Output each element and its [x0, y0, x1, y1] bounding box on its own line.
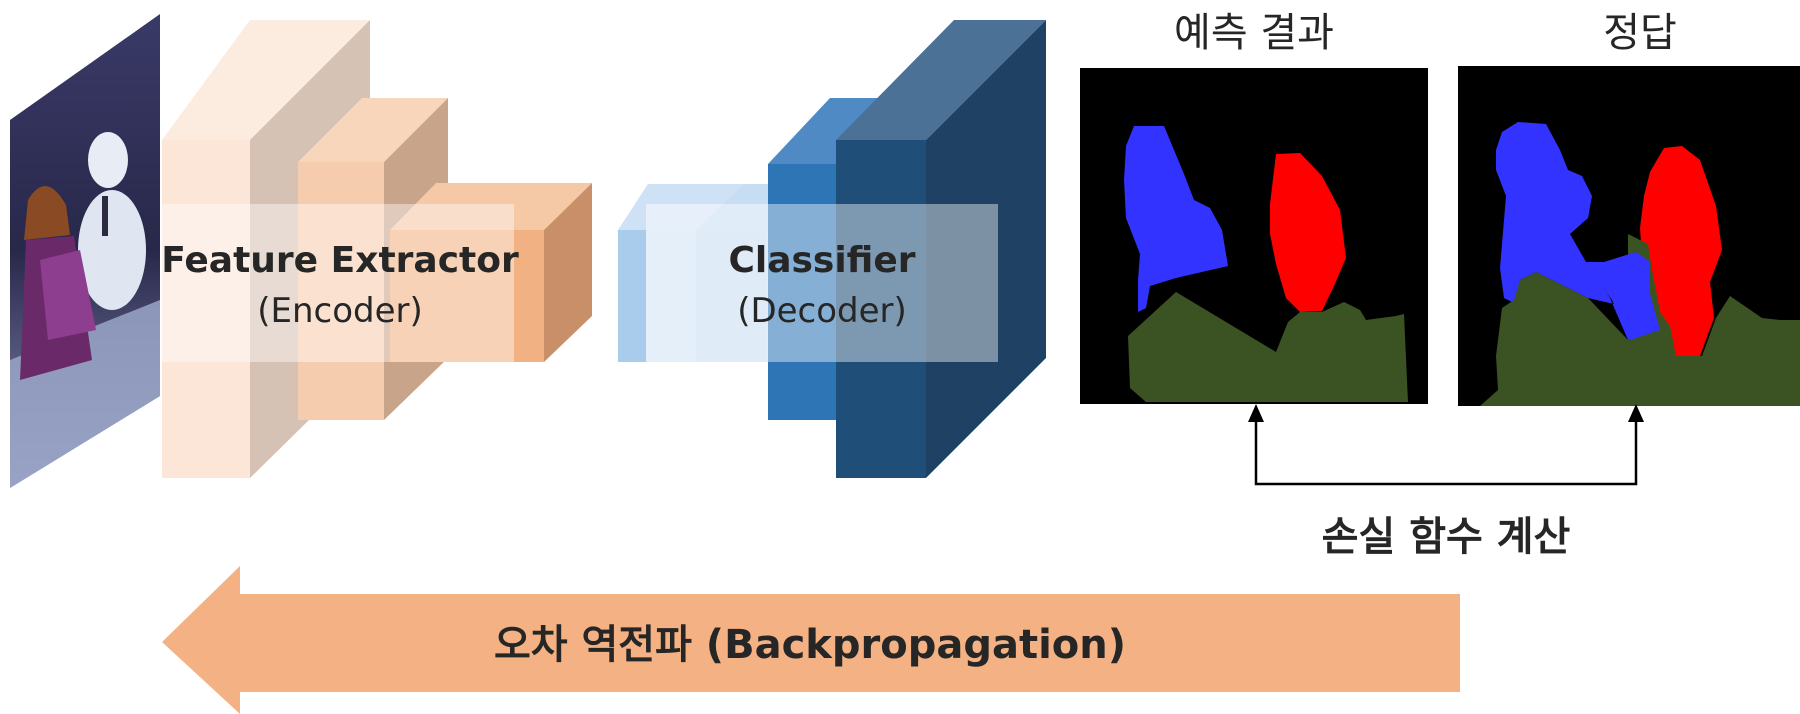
prediction-mask [1080, 68, 1428, 404]
backprop-arrow [162, 566, 1460, 714]
encoder-subtitle: (Encoder) [257, 291, 423, 331]
ground-truth-label: 정답 [1603, 10, 1677, 56]
arrowhead-up-icon [1248, 404, 1264, 422]
encoder-block-small [390, 183, 592, 362]
decoder-label-panel [646, 204, 998, 362]
loss-label: 손실 함수 계산 [1322, 514, 1571, 560]
backprop-label: 오차 역전파 (Backpropagation) [494, 622, 1126, 668]
ground-truth-mask [1458, 66, 1800, 406]
encoder-title: Feature Extractor [161, 240, 519, 281]
decoder-block-large [836, 20, 1046, 478]
prediction-label: 예측 결과 [1174, 10, 1334, 56]
input-image [10, 14, 160, 488]
loss-connector [1248, 404, 1644, 486]
arrowhead-up-icon [1628, 404, 1644, 422]
decoder-subtitle: (Decoder) [737, 291, 907, 331]
encoder-label-panel [162, 204, 514, 362]
decoder-title: Classifier [728, 240, 915, 281]
